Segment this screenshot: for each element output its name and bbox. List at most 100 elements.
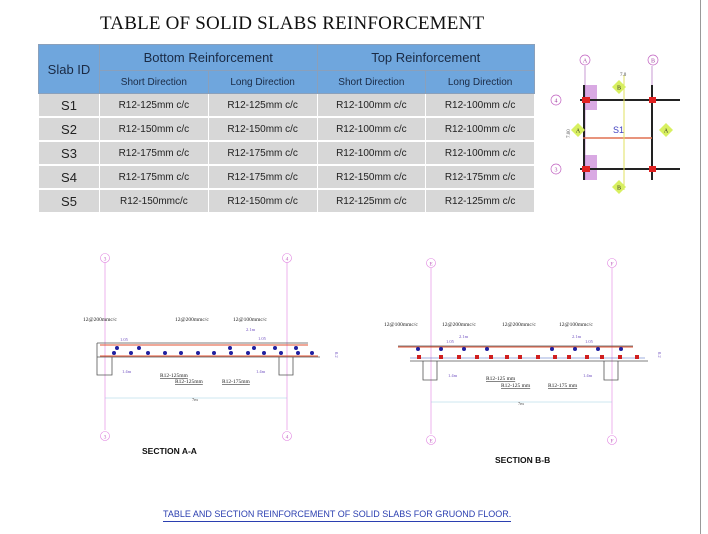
svg-text:1.4m: 1.4m [256, 369, 266, 374]
header-top-long: Long Direction [425, 70, 535, 94]
svg-text:3: 3 [555, 168, 558, 174]
rebar-mark [112, 351, 116, 355]
svg-text:A: A [576, 129, 581, 135]
reinforcement-cell: R12-125mm c/c [316, 188, 427, 214]
reinforcement-cell: R12-100mm c/c [316, 140, 427, 166]
rebar-mark [417, 355, 421, 359]
slab-id-cell: S4 [38, 164, 100, 190]
section-aa-drawing: 3 4 3 4 12@200mmc/c 12@200mmc/c 12@100mm… [83, 253, 339, 441]
rebar-mark [600, 355, 604, 359]
reinforcement-cell: R12-175mm c/c [207, 140, 318, 166]
reinforcement-cell: R12-100mm c/c [316, 116, 427, 142]
svg-text:0.2: 0.2 [657, 352, 662, 358]
svg-text:12@100mmc/c: 12@100mmc/c [384, 322, 418, 328]
svg-text:12@200mmc/c: 12@200mmc/c [83, 317, 117, 323]
rebar-mark [228, 346, 232, 350]
rebar-mark [137, 346, 141, 350]
rebar-mark [196, 351, 200, 355]
key-plan: A B 4 3 S1 7.0 7.00 A A B B [550, 54, 680, 194]
svg-text:R12-125 mm: R12-125 mm [501, 383, 531, 389]
svg-text:R12-125mm: R12-125mm [160, 373, 189, 379]
rebar-mark [146, 351, 150, 355]
svg-text:E: E [429, 262, 433, 268]
svg-text:1.05: 1.05 [446, 339, 455, 344]
rebar-mark [212, 351, 216, 355]
rebar-mark [505, 355, 509, 359]
rebar-mark [129, 351, 133, 355]
rebar-mark [296, 351, 300, 355]
svg-text:2.1m: 2.1m [572, 334, 582, 339]
slab-id-cell: S2 [38, 116, 100, 142]
rebar-mark [457, 355, 461, 359]
rebar-mark [596, 347, 600, 351]
reinforcement-cell: R12-100mm c/c [425, 93, 535, 118]
header-bottom: Bottom Reinforcement [99, 44, 318, 71]
rebar-mark [294, 346, 298, 350]
rebar-mark [573, 347, 577, 351]
svg-text:R12-125mm: R12-125mm [175, 379, 204, 385]
reinforcement-cell: R12-175mm c/c [99, 164, 209, 190]
grid-bubble [579, 54, 591, 66]
rebar-mark [439, 347, 443, 351]
rebar-mark [619, 347, 623, 351]
svg-text:1.05: 1.05 [585, 339, 594, 344]
svg-text:12@200mmc/c: 12@200mmc/c [442, 322, 476, 328]
svg-text:2.1m: 2.1m [459, 334, 469, 339]
rebar-mark [273, 346, 277, 350]
frame-border [700, 0, 701, 534]
reinforcement-cell: R12-175mm c/c [425, 164, 535, 190]
svg-text:A: A [583, 59, 588, 65]
reinforcement-cell: R12-150mm c/c [207, 188, 318, 214]
svg-text:B: B [617, 86, 621, 92]
rebar-mark [635, 355, 639, 359]
rebar-mark [229, 351, 233, 355]
slab-id-cell: S3 [38, 140, 100, 166]
reinforcement-cell: R12-150mm c/c [316, 164, 427, 190]
reinforcement-cell: R12-100mm c/c [425, 140, 535, 166]
section-bb-label: SECTION B-B [495, 455, 551, 465]
reinforcement-cell: R12-100mm c/c [316, 93, 427, 118]
rebar-mark [279, 351, 283, 355]
svg-text:4: 4 [286, 435, 289, 441]
rebar-mark [518, 355, 522, 359]
svg-text:F: F [610, 439, 613, 445]
reinforcement-cell: R12-175mm c/c [99, 140, 209, 166]
rebar-mark [489, 355, 493, 359]
svg-text:2.1m: 2.1m [246, 327, 256, 332]
drawing-caption: TABLE AND SECTION REINFORCEMENT OF SOLID… [163, 509, 512, 522]
svg-text:12@200mmc/c: 12@200mmc/c [502, 322, 536, 328]
svg-text:A: A [664, 129, 669, 135]
svg-text:0.2: 0.2 [334, 352, 339, 358]
rebar-mark [567, 355, 571, 359]
svg-text:12@100mmc/c: 12@100mmc/c [559, 322, 593, 328]
svg-text:R12-175mm: R12-175mm [222, 379, 251, 385]
page-title: TABLE OF SOLID SLABS REINFORCEMENT [100, 13, 485, 34]
svg-text:1.4m: 1.4m [122, 369, 132, 374]
reinforcement-cell: R12-125mm c/c [207, 93, 318, 118]
svg-text:1.4m: 1.4m [448, 373, 458, 378]
svg-text:3: 3 [104, 435, 107, 441]
reinforcement-cell: R12-125mm c/c [99, 93, 209, 118]
rebar-mark [310, 351, 314, 355]
reinforcement-cell: R12-150mm c/c [99, 116, 209, 142]
reinforcement-cell: R12-125mm c/c [425, 188, 535, 214]
rebar-mark [485, 347, 489, 351]
reinforcement-cell: R12-150mm c/c [207, 116, 318, 142]
section-bb-drawing: E F E F 12@100mmc/c 12@200mmc/c 12@200mm… [384, 258, 662, 445]
rebar-mark [115, 346, 119, 350]
section-marker-b: B B [612, 80, 626, 194]
svg-text:7.00: 7.00 [567, 129, 572, 138]
rebar-mark [585, 355, 589, 359]
slab-id-cell: S5 [38, 188, 100, 214]
section-aa-label: SECTION A-A [142, 446, 197, 456]
section-marker-a: A A [571, 123, 673, 137]
svg-text:12@200mmc/c: 12@200mmc/c [175, 317, 209, 323]
header-bottom-short: Short Direction [99, 70, 209, 94]
header-top-short: Short Direction [316, 70, 427, 94]
rebar-mark [252, 346, 256, 350]
svg-text:E: E [429, 439, 433, 445]
reinforcement-cell: R12-175mm c/c [207, 164, 318, 190]
svg-text:1.4m: 1.4m [583, 373, 593, 378]
